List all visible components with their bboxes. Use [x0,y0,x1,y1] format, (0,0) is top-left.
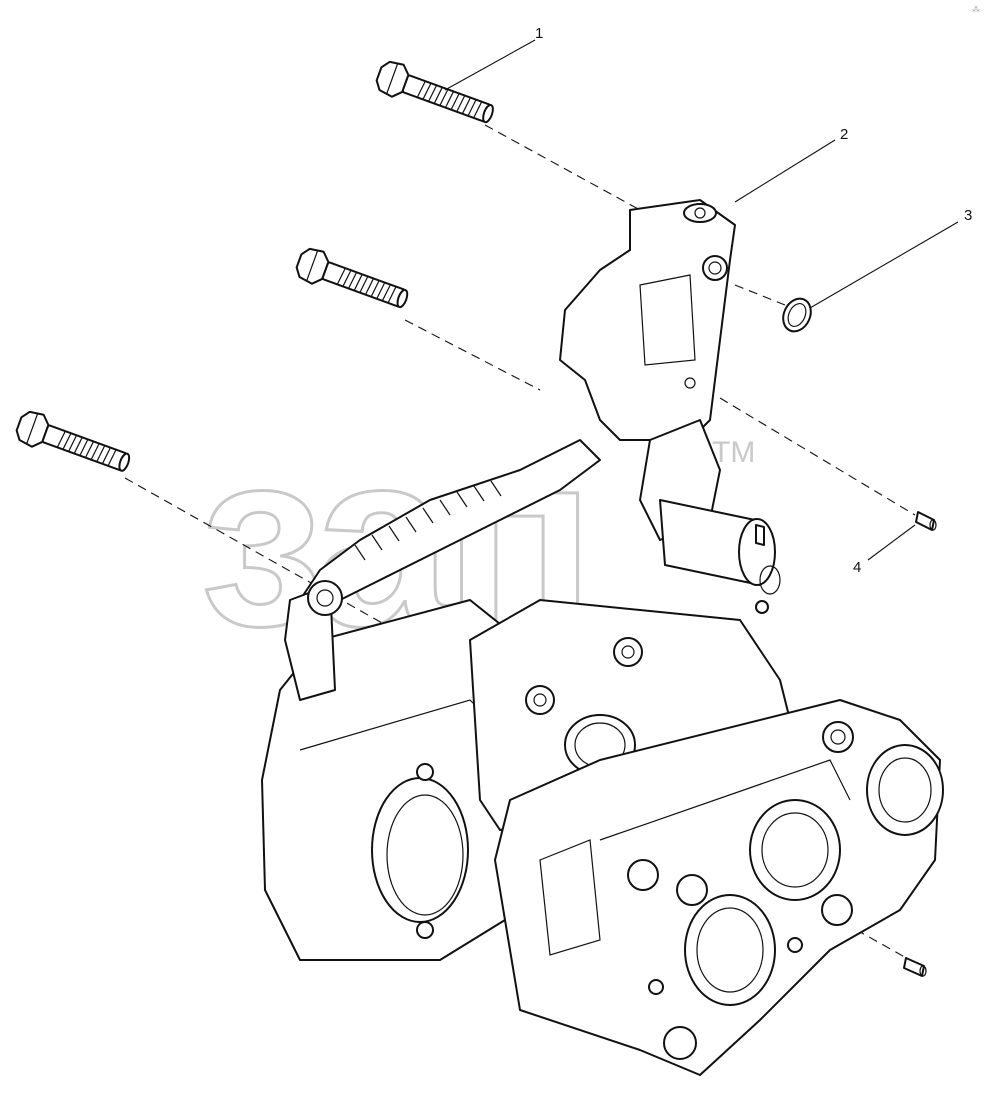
callout-4: 4 [853,559,861,576]
pump-housing-front [494,699,944,1076]
watermark-trademark: TM [712,436,755,469]
callout-2: 2 [840,126,848,143]
callout-leaders [444,39,959,561]
shaft [659,499,781,614]
bolt-lower [15,410,131,472]
corner-mark: ⁂ [972,5,980,14]
gear-sector [284,439,601,701]
pin-lower [903,957,927,977]
pin-part-4 [915,511,937,531]
bolt-middle [295,247,409,309]
callout-3: 3 [964,207,972,224]
o-ring-part-3 [782,297,812,333]
callout-1: 1 [535,25,543,42]
bolt-part-1 [375,60,494,124]
